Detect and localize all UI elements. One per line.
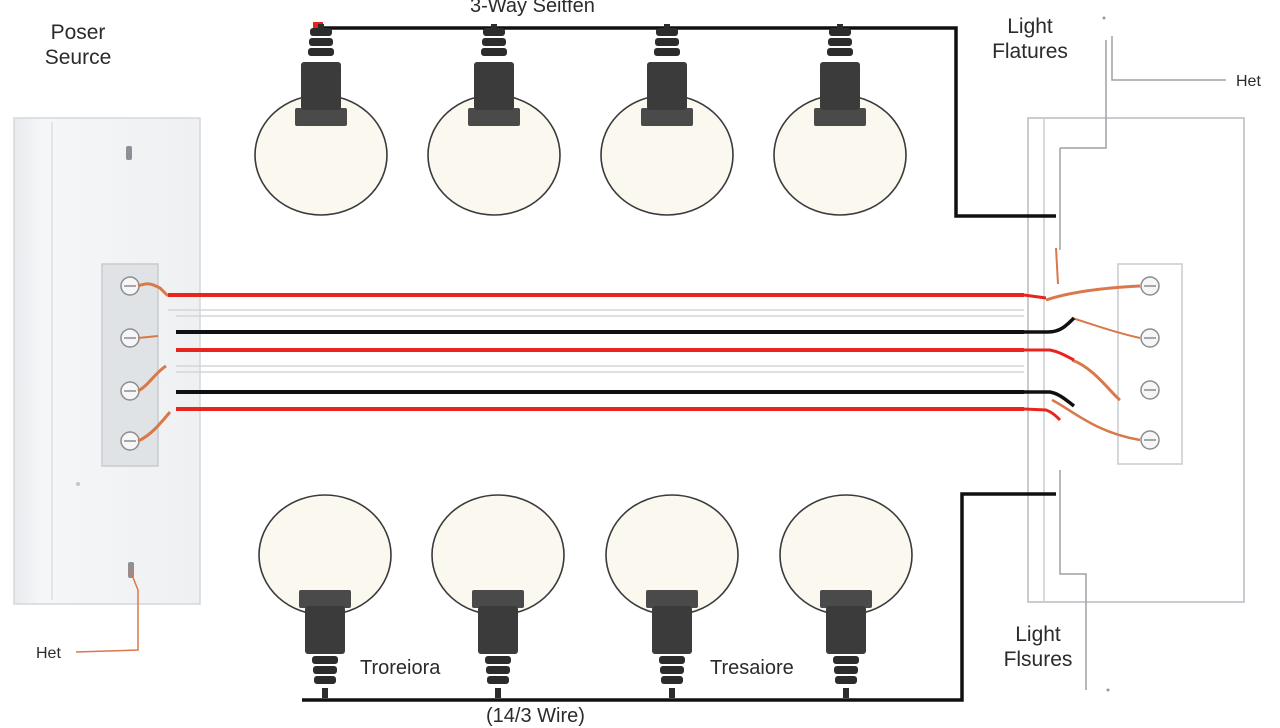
screw-terminal-icon [1140, 380, 1160, 400]
power-source-box [13, 117, 201, 653]
screw-terminal-icon [120, 431, 140, 451]
screw-terminal-icon [120, 381, 140, 401]
light-fixtures-top-line2: Flatures [992, 40, 1068, 64]
screw-terminal-icon [120, 276, 140, 296]
bulb-icon [605, 494, 739, 698]
travelers-label-left: Troreiora [360, 657, 441, 679]
light-fixtures-bottom-label: Light Flsures [990, 622, 1086, 672]
screw-terminal-icon [1140, 328, 1160, 348]
light-fixtures-bottom-line2: Flsures [1003, 648, 1073, 672]
power-source-label-line2: Seurce [44, 46, 112, 70]
bulb-icon [258, 494, 392, 698]
bulb-icon [431, 494, 565, 698]
screw-terminal-icon [1140, 430, 1160, 450]
screw-terminal-icon [120, 328, 140, 348]
light-fixtures [254, 24, 913, 698]
bulb-icon [600, 24, 734, 216]
hot-label-right: Het [1236, 73, 1261, 90]
screw-terminal-icon [1140, 276, 1160, 296]
travelers-label-right: Tresaiore [710, 657, 794, 679]
cable-run [168, 293, 1076, 422]
switch-box [1027, 16, 1245, 692]
bulb-icon [427, 24, 561, 216]
light-fixtures-bottom-line1: Light [1015, 623, 1061, 646]
power-source-label: Poser Seurce [30, 20, 126, 70]
bulb-icon [779, 494, 913, 698]
light-fixtures-top-label: Light Flatures [982, 14, 1078, 64]
switch-title-label: 3-Way Seitfen [470, 0, 595, 17]
light-fixtures-top-line1: Light [1007, 15, 1053, 38]
bulb-icon [254, 24, 388, 216]
bottom-return-wire [302, 492, 1056, 702]
wire-note-label: (14/3 Wire) [486, 705, 585, 727]
hot-label-left: Het [36, 645, 61, 662]
power-source-label-line1: Poser [50, 21, 106, 44]
bulb-icon [773, 24, 907, 216]
